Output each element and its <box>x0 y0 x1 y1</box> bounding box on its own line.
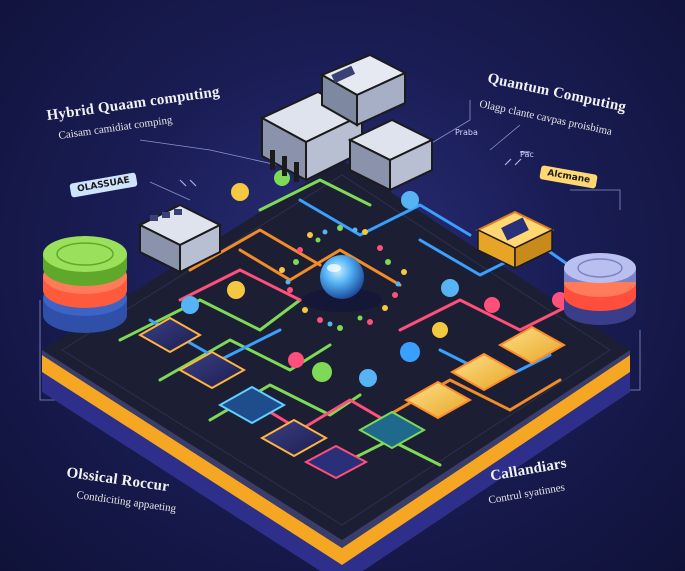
gold-processor-chip <box>475 210 555 270</box>
blue-disc-stack-icon <box>564 253 636 325</box>
green-disc-stack-icon <box>43 236 127 333</box>
chip-tile-icon <box>137 316 567 480</box>
label-small-a: Praba <box>455 128 478 137</box>
quantum-core-icon <box>279 225 407 331</box>
server-rack-icon <box>137 53 435 274</box>
circuit-board <box>42 160 630 571</box>
label-small-b: Pac <box>520 150 534 159</box>
